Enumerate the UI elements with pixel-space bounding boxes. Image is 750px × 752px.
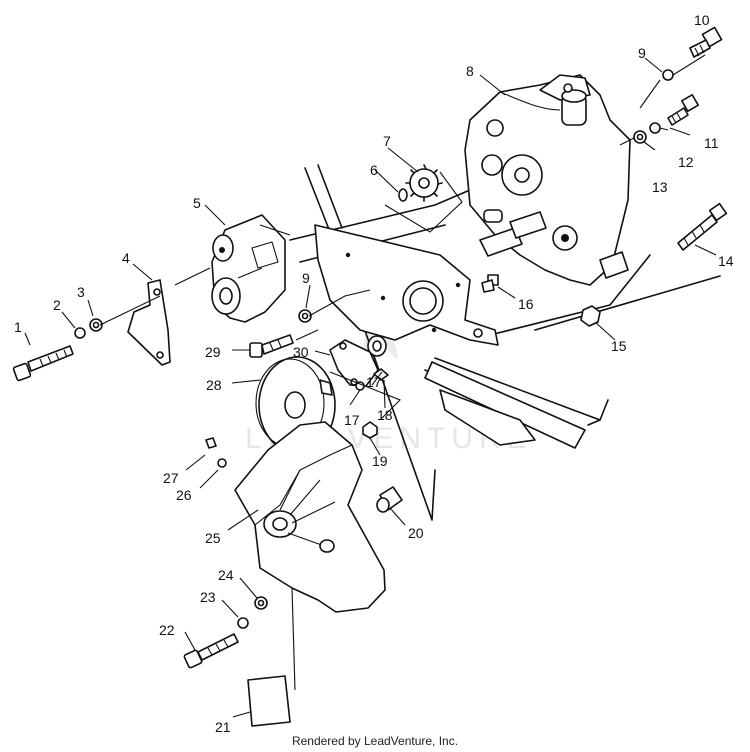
bolt-11 <box>667 94 699 126</box>
callout-9-top: 9 <box>638 45 646 61</box>
bolt-29 <box>249 334 294 358</box>
bracket-4 <box>127 279 171 366</box>
callout-16: 16 <box>518 296 534 312</box>
key-18 <box>373 368 389 381</box>
callout-12: 12 <box>678 154 694 170</box>
lockwasher-2 <box>74 327 86 339</box>
callout-18: 18 <box>377 407 393 423</box>
screw-27 <box>205 437 217 449</box>
callout-14: 14 <box>718 253 734 269</box>
callout-4: 4 <box>122 250 130 266</box>
callout-19: 19 <box>372 453 388 469</box>
callout-3: 3 <box>77 284 85 300</box>
callout-7: 7 <box>383 133 391 149</box>
bracket-30 <box>329 339 379 387</box>
decal-21 <box>247 675 291 727</box>
belt-guard-25 <box>234 421 386 613</box>
callout-28: 28 <box>206 377 222 393</box>
lockwasher-23 <box>237 617 249 629</box>
callout-26: 26 <box>176 487 192 503</box>
callout-8: 8 <box>466 63 474 79</box>
bolt-22 <box>183 633 239 669</box>
callout-17-bottom: 17 <box>344 412 360 428</box>
callout-27: 27 <box>163 470 179 486</box>
callout-21: 21 <box>215 719 231 735</box>
mounting-plate <box>314 224 499 346</box>
callout-25: 25 <box>205 530 221 546</box>
callout-13: 13 <box>652 179 668 195</box>
bolt-1 <box>12 345 74 382</box>
callout-5: 5 <box>193 195 201 211</box>
gearbox-housing <box>464 74 631 286</box>
bolt-14 <box>677 202 728 251</box>
key-6 <box>398 188 408 202</box>
callout-10: 10 <box>694 12 710 28</box>
spacer-20 <box>376 486 403 513</box>
lockwasher-12 <box>649 122 661 134</box>
axle-shaft <box>424 361 586 449</box>
clutch-housing-5 <box>211 214 286 323</box>
callout-15: 15 <box>611 338 627 354</box>
nut-15 <box>580 305 601 327</box>
bolt-16 <box>481 274 499 293</box>
bolt-10 <box>689 26 723 58</box>
callout-11: 11 <box>704 135 719 151</box>
callout-1: 1 <box>14 319 22 335</box>
callout-29: 29 <box>205 344 221 360</box>
callout-22: 22 <box>159 622 175 638</box>
callout-6: 6 <box>370 162 378 178</box>
leader-lines <box>24 54 717 718</box>
sprocket-7 <box>405 164 443 202</box>
callout-labels: 1 2 3 4 5 6 7 8 9 9 10 11 12 13 14 15 16… <box>14 12 734 735</box>
nut-9-top <box>662 69 674 81</box>
callout-24: 24 <box>218 567 234 583</box>
callout-2: 2 <box>53 297 61 313</box>
callout-20: 20 <box>408 525 424 541</box>
lockwasher-26 <box>217 458 227 468</box>
render-credit: Rendered by LeadVenture, Inc. <box>291 734 459 748</box>
callout-9-left: 9 <box>302 270 310 286</box>
nut-19 <box>362 421 378 439</box>
callout-30: 30 <box>293 344 309 360</box>
callout-23: 23 <box>200 589 216 605</box>
callout-17-top: 17 <box>366 374 382 390</box>
